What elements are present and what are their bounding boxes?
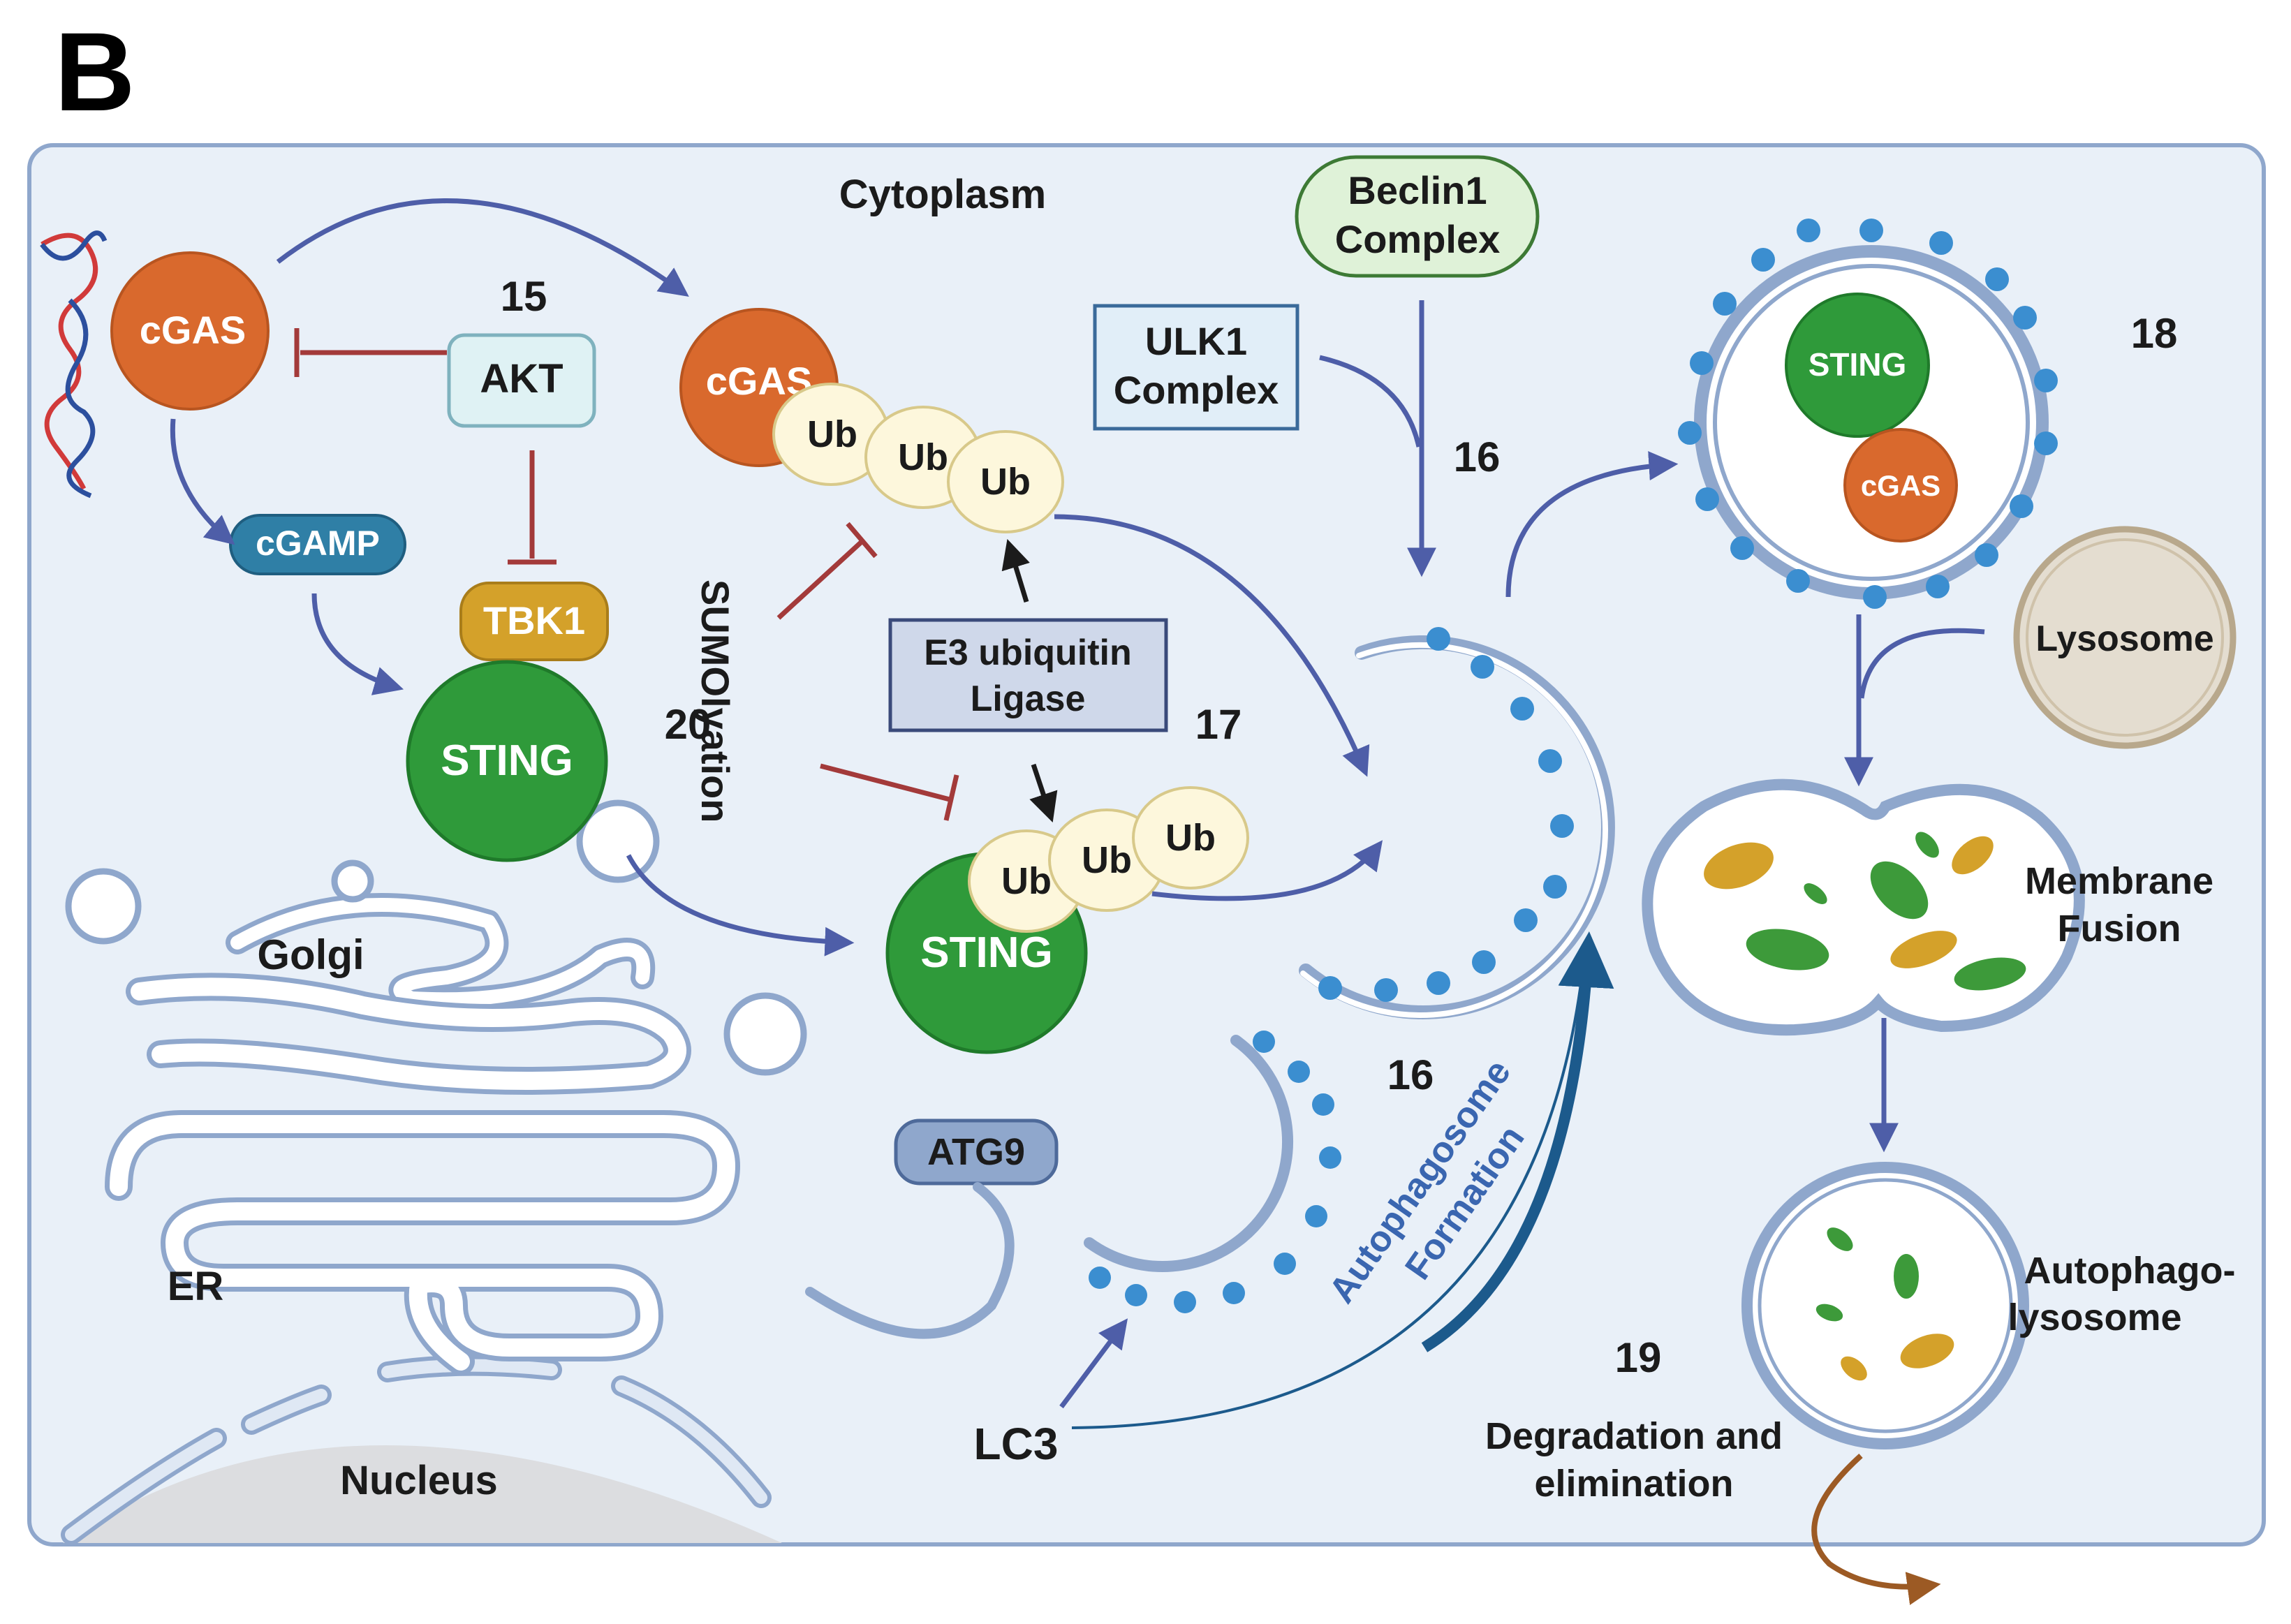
step-number-16-lower: 16 xyxy=(1387,1051,1434,1098)
ulk1-label-line2: Complex xyxy=(1114,368,1279,412)
arrow-cgas-ub-to-phagophore xyxy=(1054,514,1370,777)
nucleus-label: Nucleus xyxy=(340,1458,498,1503)
arrow-lysosome-to-fusion xyxy=(1859,628,1985,699)
step-number-15: 15 xyxy=(501,273,547,320)
akt-node xyxy=(447,333,596,428)
arrow-to-autophagosome xyxy=(1505,451,1679,598)
autolyso-label-line1: Autophago- xyxy=(2024,1250,2236,1292)
panel-label: B xyxy=(54,9,135,134)
arrow-sting-to-ubiquitination xyxy=(626,854,855,957)
cgas-node-vesicle xyxy=(1843,428,1958,542)
sting-ub-label: STING xyxy=(920,929,1052,977)
ubiquitin-chain-cgas xyxy=(772,383,1064,533)
sting-vesicle-label: STING xyxy=(1809,346,1907,383)
endoplasmic-reticulum xyxy=(105,1110,740,1375)
cgas-node-left xyxy=(110,251,270,411)
tbk1-label: TBK1 xyxy=(483,598,585,642)
tbk1-node xyxy=(459,582,609,661)
e3-label-line1: E3 ubiquitin xyxy=(924,633,1132,673)
sting-node-vesicle xyxy=(1785,293,1930,438)
autophagosome-formation-thin-line xyxy=(1071,949,1586,1429)
step-number-19: 19 xyxy=(1615,1334,1662,1381)
autophagolysosome xyxy=(1741,1162,2029,1449)
step-number-20: 20 xyxy=(665,701,712,748)
phagophore-large xyxy=(1299,627,1615,1019)
membrane-label-line2: Fusion xyxy=(2058,908,2181,950)
inhibit-akt-cgas xyxy=(294,328,447,377)
sting-left-label: STING xyxy=(441,737,573,785)
arrow-autophagosome-formation xyxy=(1421,931,1614,1352)
arrow-lc3-to-phagophore xyxy=(1059,1318,1128,1409)
golgi-label: Golgi xyxy=(257,931,364,978)
beclin-label-line2: Complex xyxy=(1335,217,1501,261)
lysosome-label: Lysosome xyxy=(2035,619,2213,659)
golgi-vesicle xyxy=(723,992,807,1076)
arrow-e3-to-sting xyxy=(1029,763,1058,822)
arrow-e3-to-cgas xyxy=(1001,538,1030,603)
atg9-label: ATG9 xyxy=(927,1131,1025,1173)
ub-label: Ub xyxy=(807,413,857,455)
autolyso-label-line2: lysosome xyxy=(2008,1297,2181,1338)
arrow-cgas-to-ubiquitination xyxy=(276,198,689,297)
e3-ligase-node xyxy=(888,618,1168,732)
beclin-label-line1: Beclin1 xyxy=(1348,168,1487,212)
golgi-apparatus xyxy=(126,893,691,1095)
lc3-label: LC3 xyxy=(974,1419,1059,1469)
degradation-label-line2: elimination xyxy=(1534,1463,1733,1505)
arrow-degradation-out xyxy=(1811,1454,1941,1605)
phagophore-small xyxy=(1084,1031,1341,1313)
membrane-label-line1: Membrane xyxy=(2025,860,2213,902)
ulk1-complex-node xyxy=(1093,304,1299,431)
nucleus xyxy=(61,1354,782,1545)
inhibit-sumo-cgas xyxy=(776,522,878,620)
arrow-sting-ub-to-phagophore xyxy=(1151,840,1383,901)
atg9-vesicle-arc xyxy=(805,1182,1015,1339)
dna-helix-icon xyxy=(40,230,108,499)
ulk1-label-line1: ULK1 xyxy=(1145,319,1247,363)
golgi-vesicle xyxy=(331,859,374,903)
e3-label-line2: Ligase xyxy=(971,679,1086,719)
akt-label: AKT xyxy=(480,356,563,401)
arrow-cgamp-to-sting xyxy=(311,593,404,695)
golgi-vesicle xyxy=(65,868,142,945)
cytoplasm-label: Cytoplasm xyxy=(839,172,1047,217)
lysosome xyxy=(2013,526,2237,749)
cgamp-label: cGAMP xyxy=(256,524,380,563)
lysosome-inner-ring xyxy=(2026,538,2224,737)
ub-label: Ub xyxy=(980,461,1031,503)
ub-label: Ub xyxy=(1082,839,1132,881)
ub-label: Ub xyxy=(898,436,948,478)
golgi-vesicle xyxy=(576,799,660,883)
membrane-fusion-vesicle xyxy=(1642,778,2085,1036)
ub-label: Ub xyxy=(1165,817,1216,859)
sumoylation-label: SUMOlyation xyxy=(693,580,737,822)
cgas-vesicle-label: cGAS xyxy=(1861,469,1940,502)
arrow-cgas-to-cgamp xyxy=(170,418,235,545)
inhibit-sumo-sting xyxy=(820,763,959,821)
er-label: ER xyxy=(168,1264,224,1309)
sting-node-left xyxy=(406,660,608,862)
beclin1-complex-node xyxy=(1295,155,1540,278)
degradation-label-line1: Degradation and xyxy=(1485,1415,1783,1457)
ub-label: Ub xyxy=(1001,860,1052,902)
step-number-18: 18 xyxy=(2131,310,2178,357)
arrow-ulk1-join xyxy=(1319,355,1422,448)
inhibit-akt-tbk1 xyxy=(508,450,557,565)
step-number-16-upper: 16 xyxy=(1454,434,1501,480)
step-number-17: 17 xyxy=(1195,701,1242,748)
ubiquitin-chain-sting xyxy=(968,786,1249,933)
cgas-left-label: cGAS xyxy=(140,308,246,352)
